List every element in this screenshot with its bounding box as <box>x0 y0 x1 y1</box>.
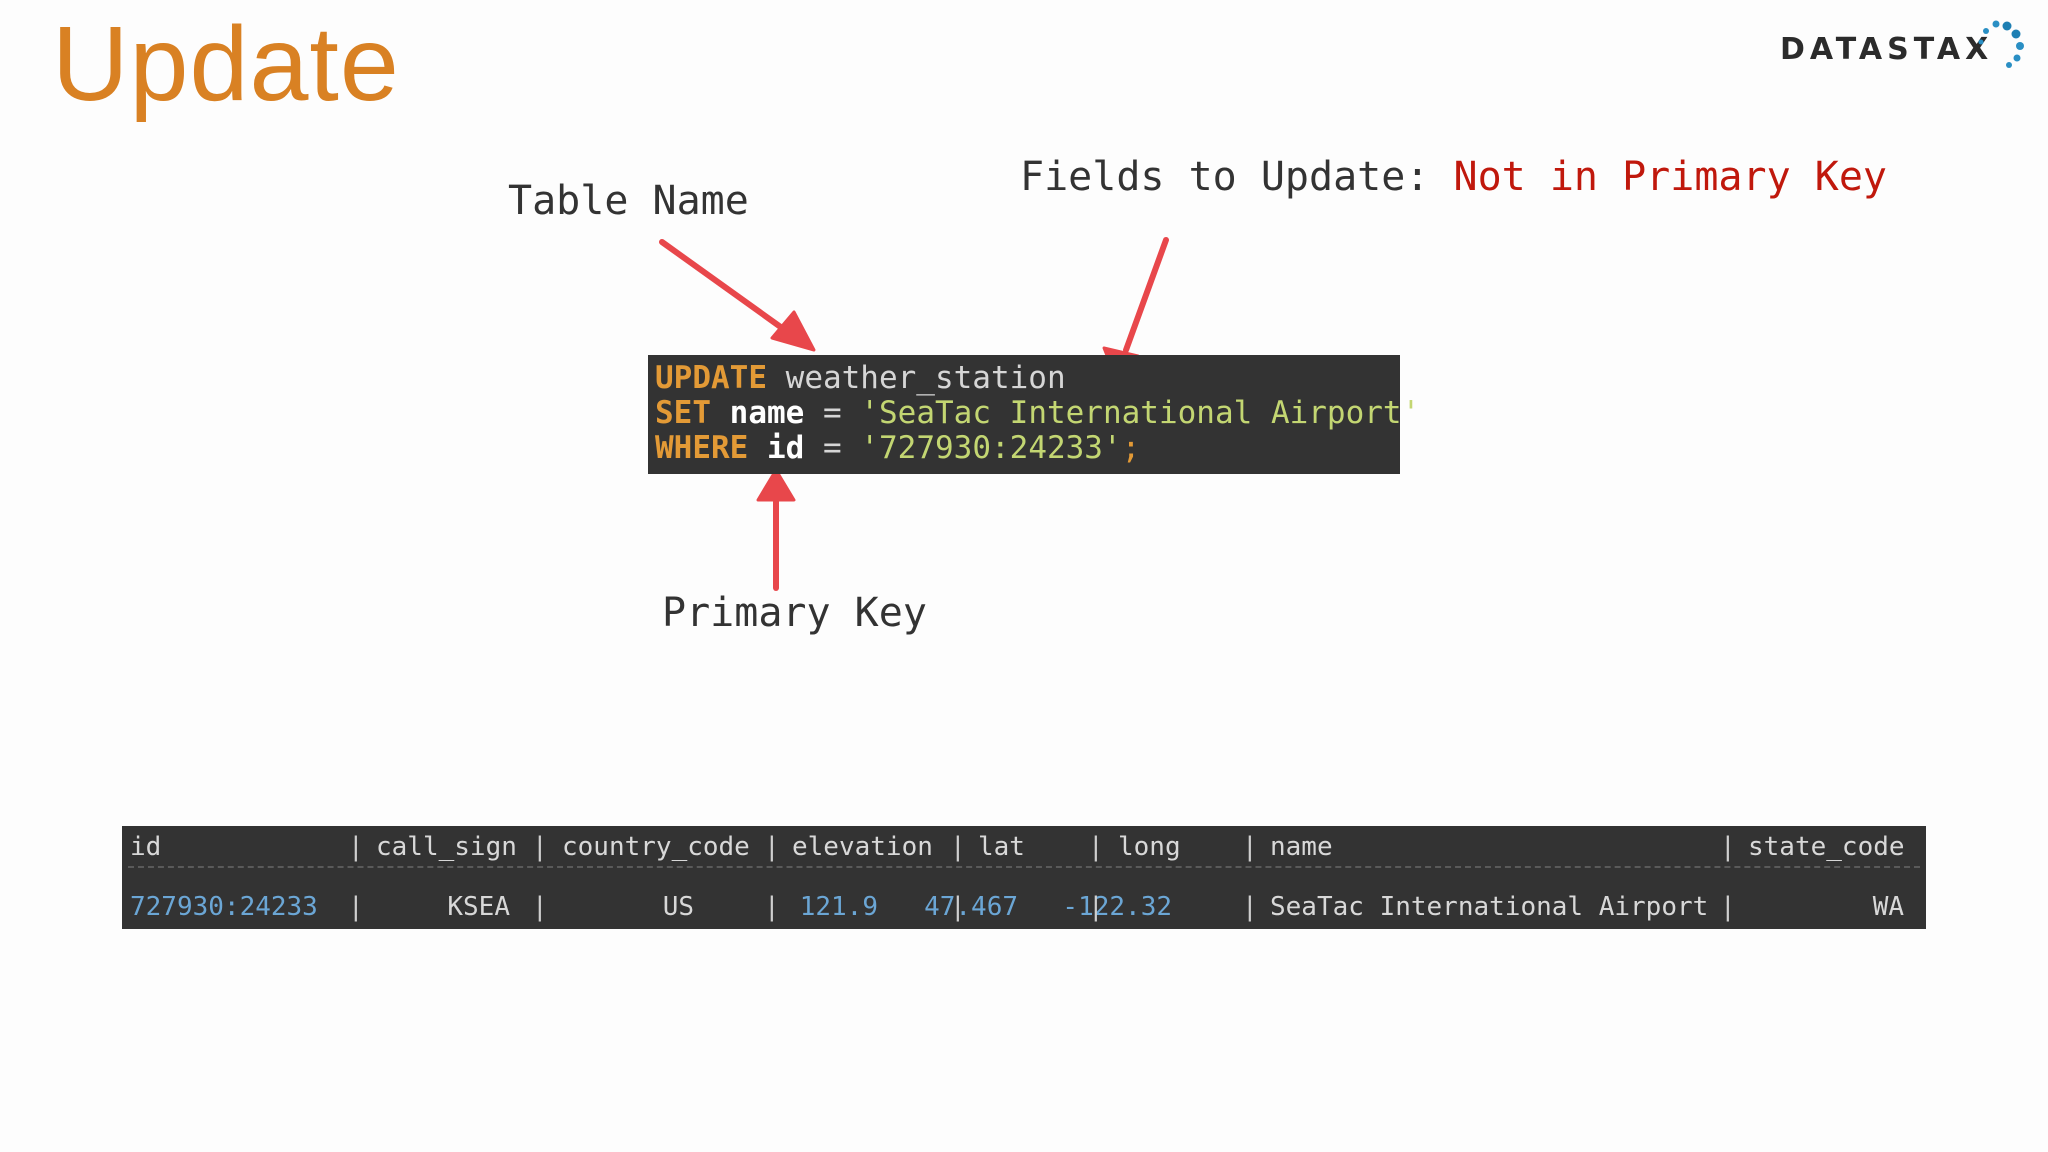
operator-equals: = <box>823 395 842 431</box>
fields-prefix: Fields to Update: <box>1020 154 1430 200</box>
column-divider: | <box>764 832 780 862</box>
column-divider: | <box>532 892 548 922</box>
arrow-to-primary-key <box>756 468 796 591</box>
column-header-id: id <box>130 832 162 862</box>
column-divider: | <box>532 832 548 862</box>
logo-dots-icon <box>1978 20 2024 68</box>
table-identifier: weather_station <box>785 360 1066 396</box>
keyword-update: UPDATE <box>655 360 767 396</box>
query-result-table: id call_sign country_code elevation lat … <box>122 826 1926 929</box>
string-literal-id: '727930:24233' <box>860 430 1122 466</box>
column-header-country-code: country_code <box>562 832 750 862</box>
column-divider: | <box>950 832 966 862</box>
column-header-state-code: state_code <box>1748 832 1905 862</box>
semicolon: ; <box>1121 430 1141 466</box>
logo-wordmark: DATASTAX <box>1780 32 1994 67</box>
code-line-1: UPDATE weather_station <box>655 361 1400 396</box>
header-separator <box>128 866 1920 868</box>
slide-title: Update <box>52 5 400 123</box>
column-divider: | <box>1242 892 1258 922</box>
column-divider: | <box>1720 892 1736 922</box>
column-header-name: name <box>1270 832 1333 862</box>
operator-equals: = <box>823 430 842 466</box>
cell-long: -122.32 <box>1062 892 1172 922</box>
cell-lat: 47.467 <box>924 892 1018 922</box>
primary-key-label: Primary Key <box>662 590 927 636</box>
table-name-label: Table Name <box>508 178 749 224</box>
column-header-long: long <box>1118 832 1181 862</box>
column-divider: | <box>950 892 966 922</box>
fields-to-update-label: Fields to Update: Not in Primary Key <box>1020 154 1887 200</box>
cell-name: SeaTac International Airport <box>1270 892 1709 922</box>
string-literal-name: 'SeaTac International Airport' <box>860 395 1421 431</box>
datastax-logo: DATASTAX <box>1780 20 2035 80</box>
column-header-lat: lat <box>978 832 1025 862</box>
cell-elevation: 121.9 <box>799 892 878 922</box>
column-divider: | <box>1242 832 1258 862</box>
column-divider: | <box>1088 832 1104 862</box>
fields-accent: Not in Primary Key <box>1453 154 1887 200</box>
cell-id: 727930:24233 <box>130 892 318 922</box>
column-name: name <box>729 395 805 431</box>
column-divider: | <box>764 892 780 922</box>
column-id: id <box>767 430 805 466</box>
column-divider: | <box>348 892 364 922</box>
column-divider: | <box>1720 832 1736 862</box>
cell-country-code: US <box>662 892 694 922</box>
code-line-2: SET name = 'SeaTac International Airport… <box>655 395 1420 431</box>
column-header-call-sign: call_sign <box>376 832 517 862</box>
cell-call-sign: KSEA <box>447 892 510 922</box>
keyword-where: WHERE <box>655 430 749 466</box>
keyword-set: SET <box>655 395 711 431</box>
column-divider: | <box>1088 892 1104 922</box>
cell-state-code: WA <box>1872 892 1904 922</box>
arrow-to-table-name <box>659 239 816 352</box>
code-line-3: WHERE id = '727930:24233'; <box>655 431 1400 466</box>
column-header-elevation: elevation <box>792 832 933 862</box>
column-divider: | <box>348 832 364 862</box>
